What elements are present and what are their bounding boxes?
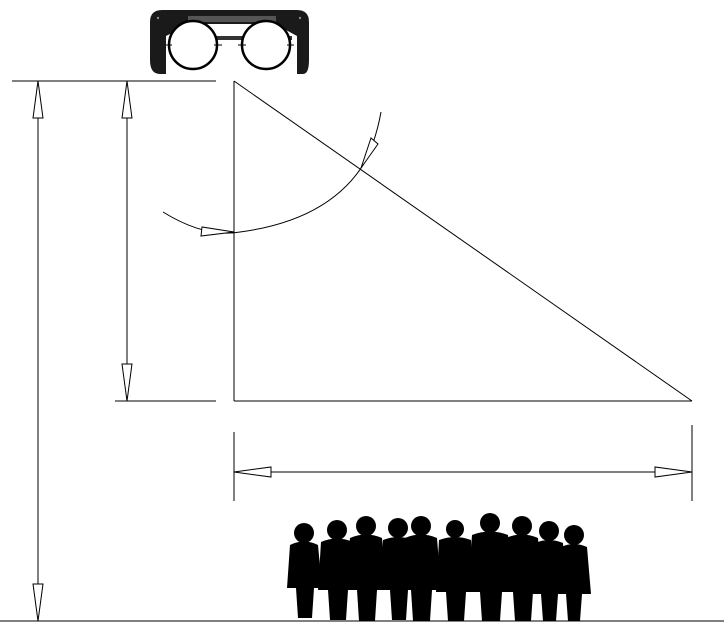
- total-height-dimension: [32, 80, 44, 622]
- audience-silhouette: [287, 513, 591, 621]
- throw-distance-dimension: [233, 425, 693, 501]
- beam-triangle: [233, 80, 693, 402]
- fixture-icon: [150, 10, 309, 74]
- beam-angle-arc: [162, 111, 382, 237]
- mounting-height-dimension: [121, 80, 133, 402]
